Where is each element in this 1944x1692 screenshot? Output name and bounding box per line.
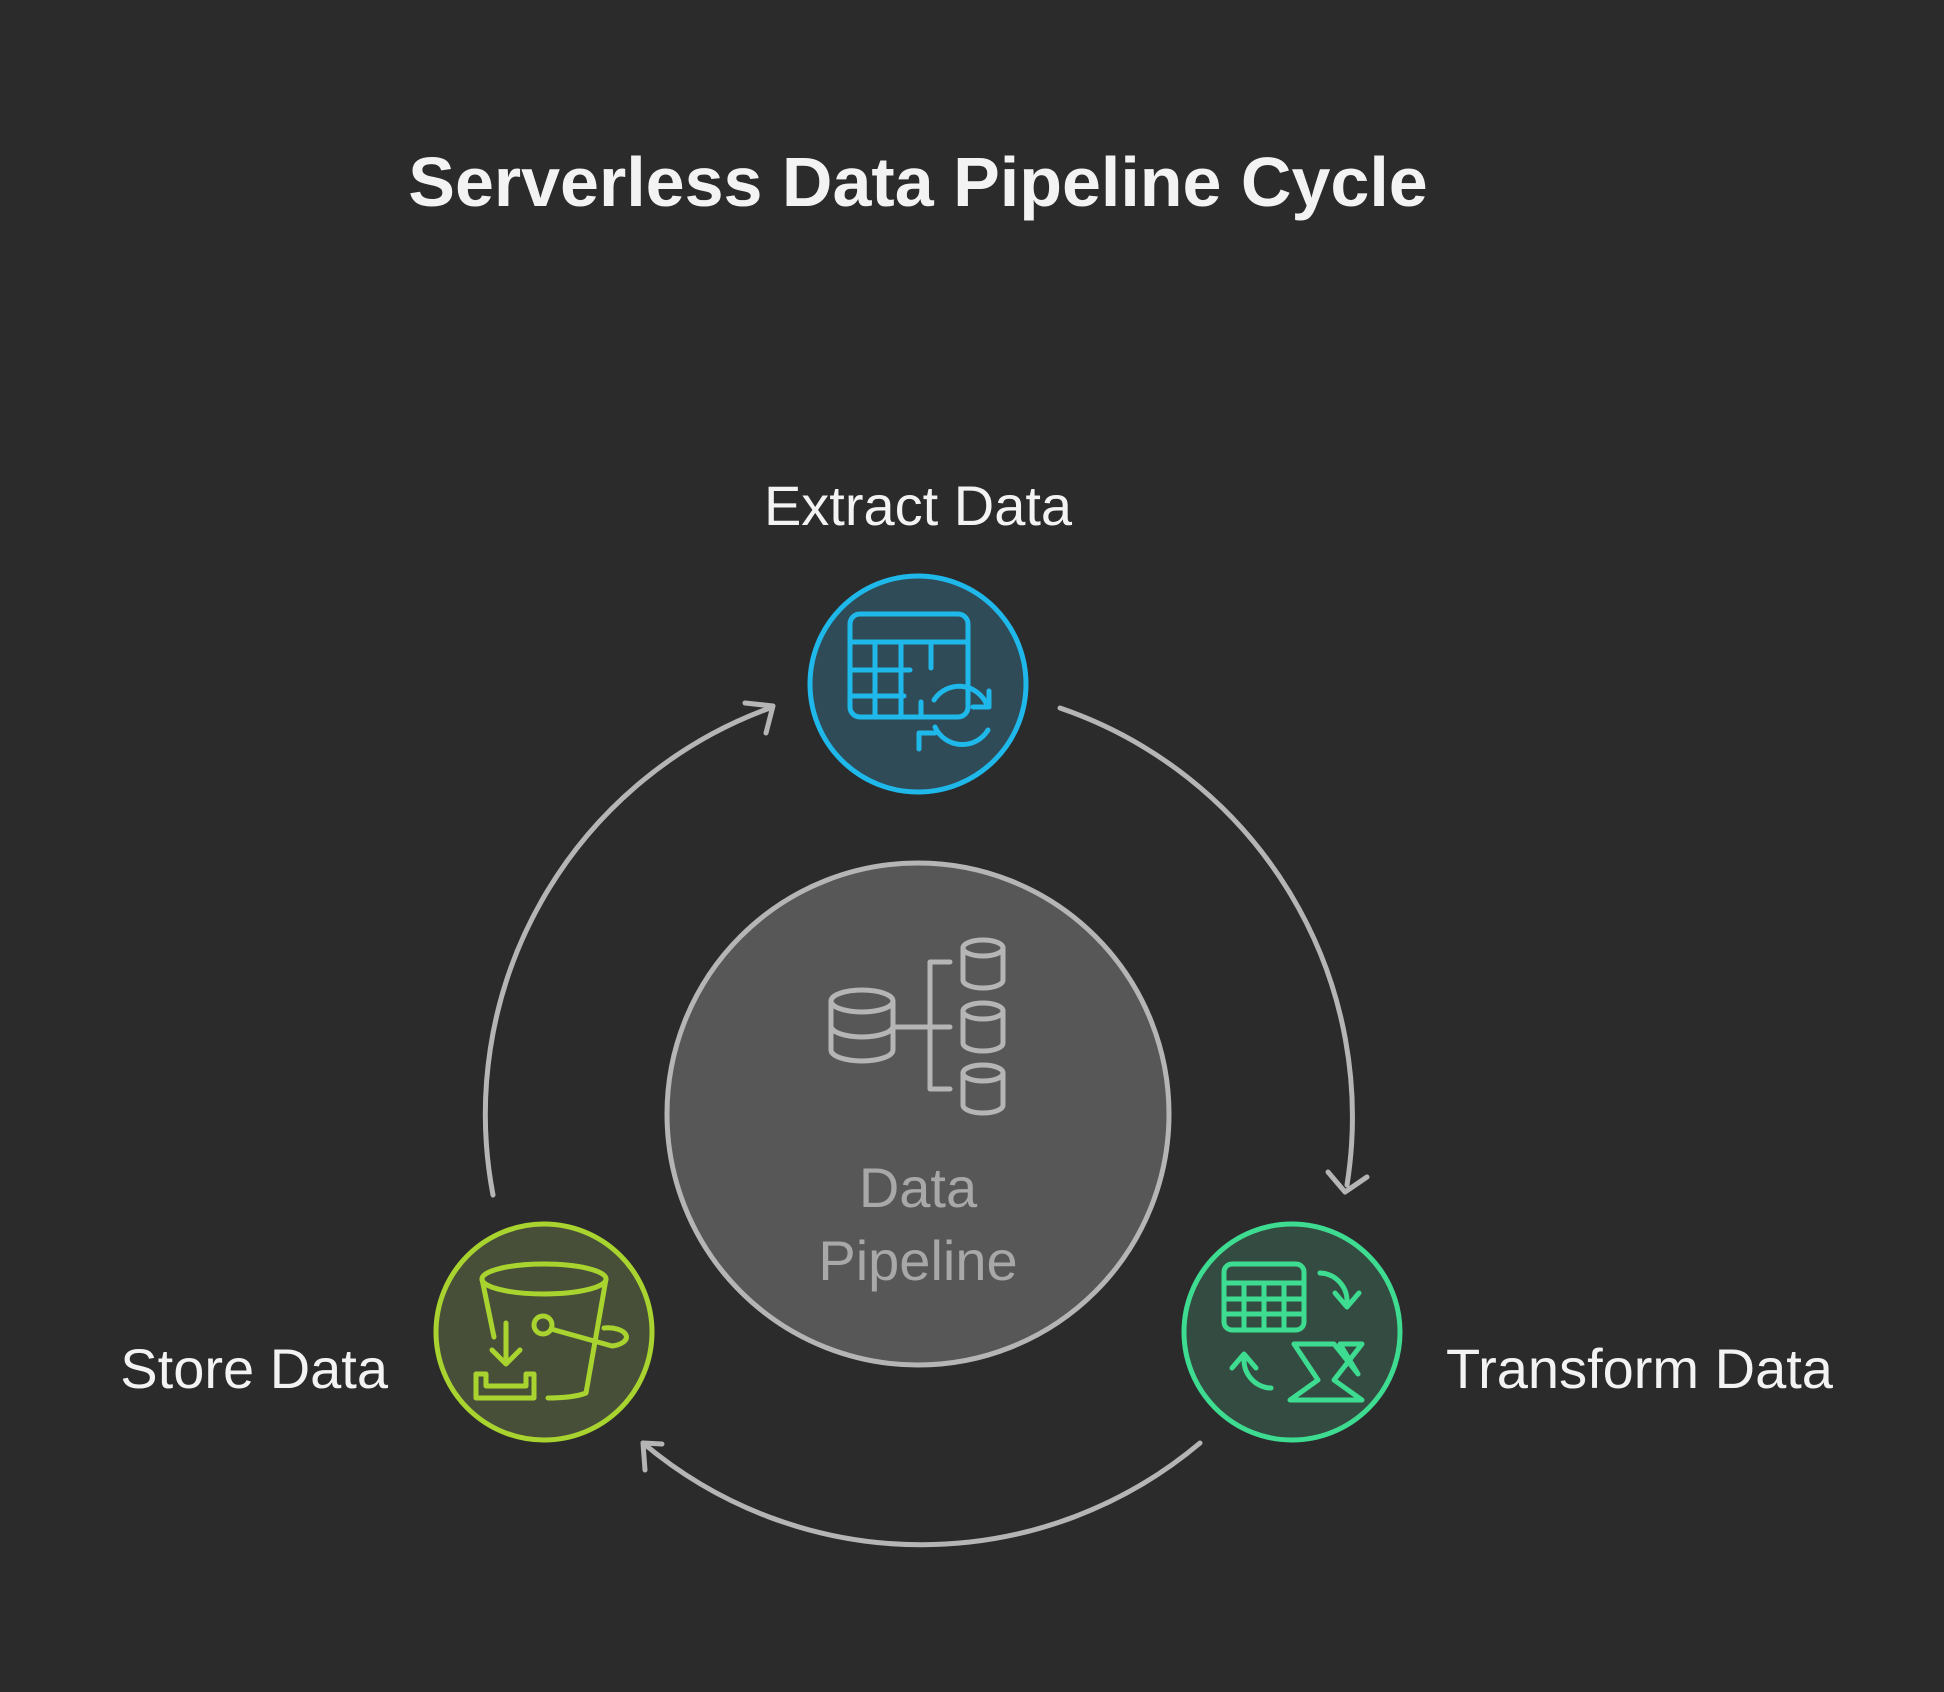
node-store[interactable]: Store Data: [120, 1221, 655, 1443]
node-extract[interactable]: Extract Data: [764, 474, 1073, 795]
cycle-arrows: [482, 700, 1370, 1548]
arrow-transform-to-store: [640, 1440, 1203, 1548]
bucket-store-icon: [473, 1261, 629, 1401]
node-extract-circle: [807, 573, 1029, 795]
center-label-line1: Data: [859, 1156, 978, 1219]
database-tree-icon: [828, 937, 1006, 1116]
table-refresh-icon: [847, 611, 992, 752]
node-extract-label: Extract Data: [764, 474, 1073, 537]
spreadsheet-transform-icon: [1221, 1261, 1365, 1403]
arrow-extract-to-transform: [1057, 705, 1370, 1195]
node-transform-label: Transform Data: [1446, 1337, 1834, 1400]
center-label-line2: Pipeline: [818, 1229, 1017, 1292]
node-store-label: Store Data: [120, 1337, 389, 1400]
node-transform[interactable]: Transform Data: [1181, 1221, 1834, 1443]
diagram-title: Serverless Data Pipeline Cycle: [408, 143, 1427, 221]
center-circle: [664, 860, 1172, 1368]
center-hub: Data Pipeline: [664, 860, 1172, 1368]
arrow-store-to-extract: [482, 700, 776, 1198]
